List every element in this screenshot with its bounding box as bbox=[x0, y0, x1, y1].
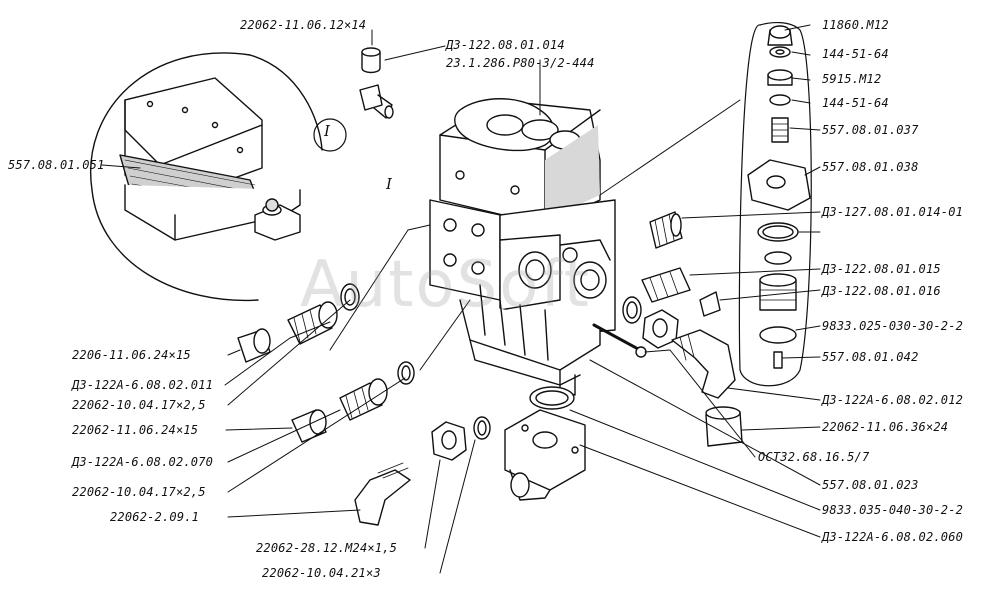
label-2206-11-06-24x15: 2206-11.06.24×15 bbox=[72, 348, 191, 362]
detail-view-i bbox=[90, 52, 347, 302]
right-fittings bbox=[592, 211, 743, 447]
label-22062-11-06-36x24: 22062-11.06.36×24 bbox=[822, 420, 949, 434]
label-22062-11-06-12x14: 22062-11.06.12×14 bbox=[240, 18, 367, 32]
label-11860-m12: 11860.М12 bbox=[822, 18, 889, 32]
label-dz-127-08-01-014-01: ДЗ-127.08.01.014-01 bbox=[822, 205, 964, 219]
valve-block bbox=[429, 98, 616, 396]
label-9833-025-030: 9833.025-030-30-2-2 bbox=[822, 319, 964, 333]
leader-lines bbox=[224, 24, 821, 574]
label-22062-2-09-1: 22062-2.09.1 bbox=[110, 510, 200, 524]
label-dz-122a-6-08-02-012: ДЗ-122А-6.08.02.012 bbox=[822, 393, 964, 407]
label-557-08-01-023: 557.08.01.023 bbox=[822, 478, 919, 492]
label-557-08-01-038: 557.08.01.038 bbox=[822, 160, 919, 174]
label-dz-122-08-01-014: ДЗ-122.08.01.014 bbox=[446, 38, 565, 52]
label-dz-122a-6-08-02-060: ДЗ-122А-6.08.02.060 bbox=[822, 530, 964, 544]
label-5915-m12: 5915.М12 bbox=[822, 72, 882, 86]
label-22062-10-04-17x2-5-b: 22062-10.04.17×2,5 bbox=[72, 485, 206, 499]
right-column-parts bbox=[738, 22, 812, 387]
label-22062-10-04-17x2-5-a: 22062-10.04.17×2,5 bbox=[72, 398, 206, 412]
label-9833-035-040: 9833.035-040-30-2-2 bbox=[822, 503, 964, 517]
left-fittings bbox=[237, 283, 415, 526]
watermark: AutoSoft bbox=[300, 248, 591, 322]
label-22062-10-04-21x3: 22062-10.04.21×3 bbox=[262, 566, 381, 580]
label-dz-122a-6-08-02-011: ДЗ-122А-6.08.02.011 bbox=[72, 378, 214, 392]
label-ost32-68-16-5-7: ОСТ32.68.16.5/7 bbox=[758, 450, 870, 464]
label-557-08-01-051: 557.08.01.051 bbox=[8, 158, 105, 172]
label-23-1-286-r80: 23.1.286.Р80-3/2-444 bbox=[446, 56, 595, 70]
detail-marker-left: I bbox=[324, 122, 330, 140]
label-dz-122a-6-08-02-070: ДЗ-122А-6.08.02.070 bbox=[72, 455, 214, 469]
label-dz-122-08-01-015: ДЗ-122.08.01.015 bbox=[822, 262, 941, 276]
label-557-08-01-037: 557.08.01.037 bbox=[822, 123, 919, 137]
label-dz-122-08-01-016: ДЗ-122.08.01.016 bbox=[822, 284, 941, 298]
label-557-08-01-042: 557.08.01.042 bbox=[822, 350, 919, 364]
detail-marker-block: I bbox=[386, 175, 392, 193]
lower-parts bbox=[431, 386, 586, 501]
label-22062-28-12-m24x1-5: 22062-28.12.М24×1,5 bbox=[256, 541, 398, 555]
label-144-51-64-b: 144-51-64 bbox=[822, 96, 889, 110]
plug-small bbox=[361, 47, 381, 74]
elbow-fitting-small bbox=[359, 84, 394, 119]
label-22062-11-06-24x15: 22062-11.06.24×15 bbox=[72, 423, 199, 437]
label-144-51-64-a: 144-51-64 bbox=[822, 47, 889, 61]
